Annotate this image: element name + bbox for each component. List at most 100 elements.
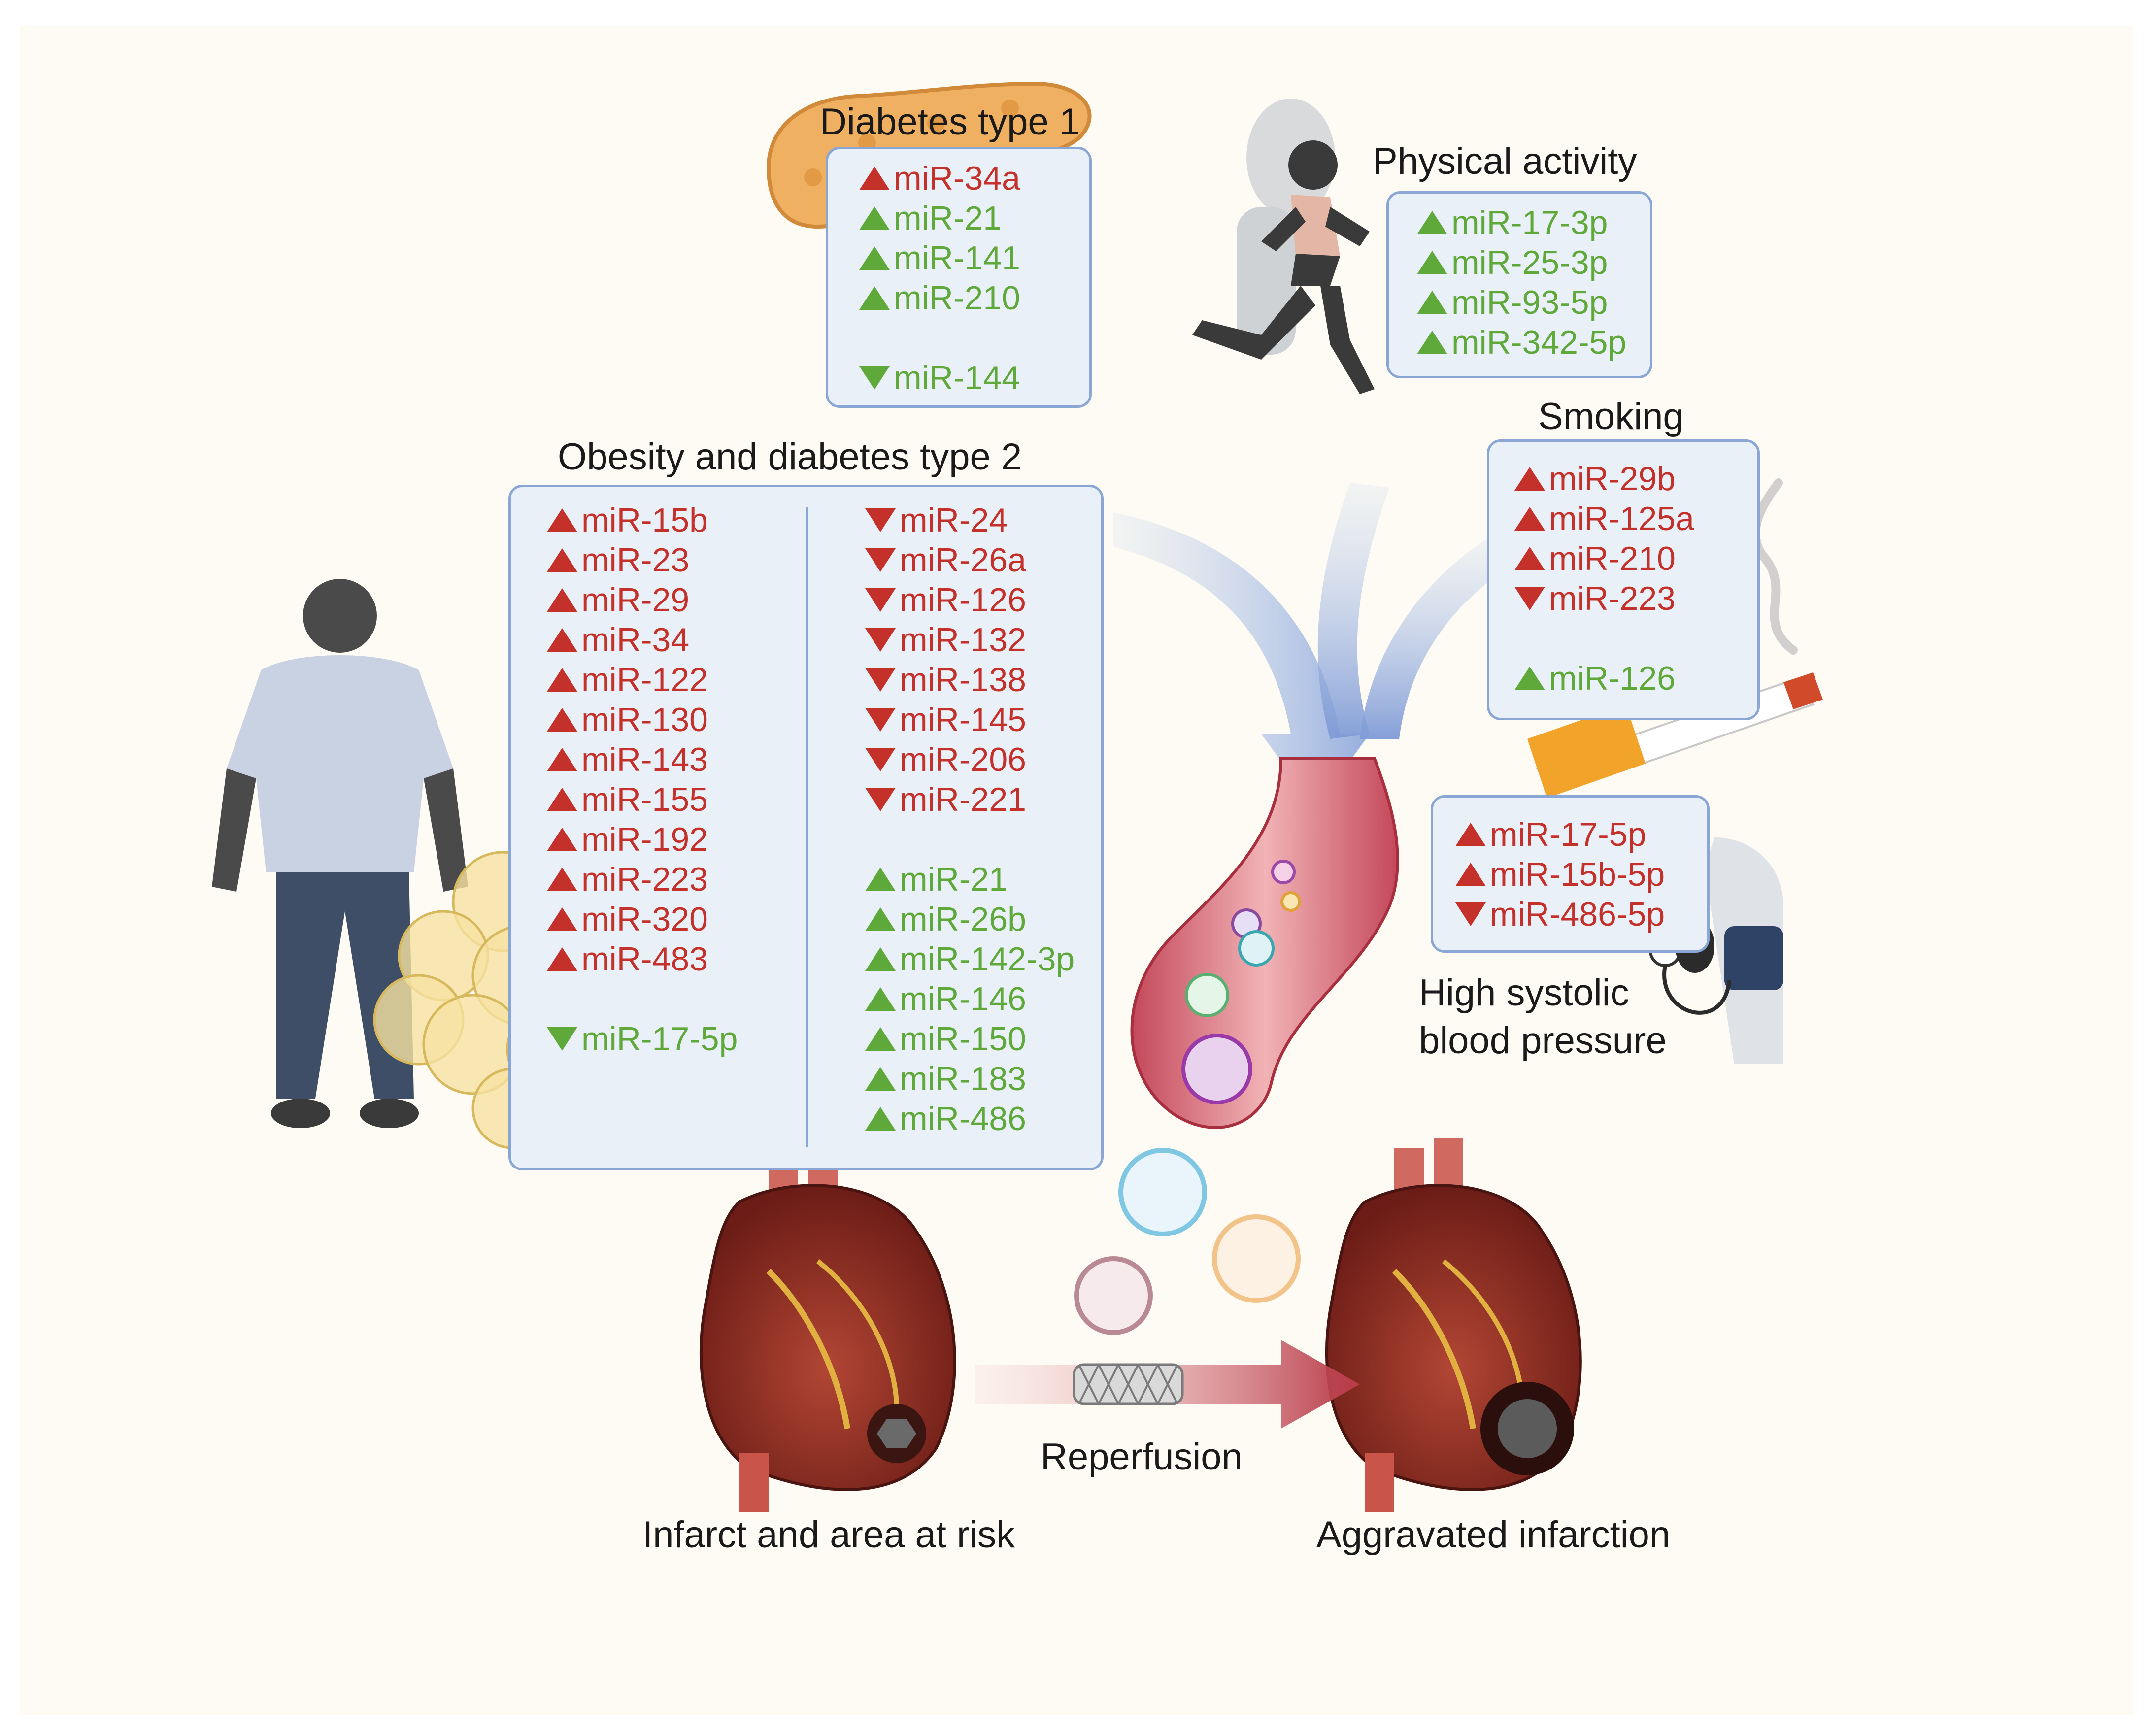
down-triangle-icon	[859, 366, 890, 390]
obesity_left-item: miR-130	[547, 703, 708, 736]
up-triangle-icon	[859, 246, 890, 270]
obesity_left-item: miR-23	[547, 543, 689, 577]
box-obesity-diabetes-2	[508, 485, 1104, 1170]
mirna-label: miR-192	[581, 821, 708, 858]
obesity_right-item: miR-206	[865, 743, 1026, 776]
mirna-label: miR-17-3p	[1451, 204, 1608, 241]
up-triangle-icon	[547, 668, 577, 692]
up-triangle-icon	[547, 708, 577, 732]
obesity_right-item: miR-26b	[865, 902, 1026, 936]
mirna-label: miR-126	[900, 581, 1026, 619]
mirna-label: miR-221	[900, 781, 1026, 818]
label-bp-line1: High systolic	[1419, 972, 1629, 1014]
down-triangle-icon	[865, 628, 896, 652]
runner-icon	[1192, 99, 1375, 394]
obesity_right-item: miR-142-3p	[865, 942, 1075, 976]
label-physical-activity: Physical activity	[1373, 140, 1637, 182]
obesity_right-item: miR-132	[865, 623, 1026, 657]
label-obesity-diabetes-2: Obesity and diabetes type 2	[558, 436, 1022, 478]
obesity_left-item: miR-192	[547, 823, 708, 856]
mirna-label: miR-21	[900, 861, 1008, 898]
label-reperfusion: Reperfusion	[1041, 1436, 1243, 1478]
mirna-label: miR-486-5p	[1490, 896, 1665, 933]
mirna-label: miR-138	[900, 661, 1026, 699]
mirna-label: miR-29b	[1549, 460, 1676, 498]
box-diabetes-type-1	[826, 147, 1092, 408]
down-triangle-icon	[865, 788, 896, 811]
mirna-label: miR-23	[581, 541, 690, 579]
mirna-label: miR-183	[900, 1060, 1026, 1098]
column-divider	[806, 507, 808, 1147]
mirna-label: miR-132	[900, 621, 1026, 659]
mirna-label: miR-223	[581, 861, 708, 898]
up-triangle-icon	[865, 987, 896, 1011]
smoking-item: miR-126	[1514, 662, 1676, 695]
mirna-label: miR-26a	[900, 541, 1026, 579]
down-triangle-icon	[865, 508, 896, 532]
smoking-item: miR-210	[1514, 542, 1676, 575]
up-triangle-icon	[1455, 823, 1486, 846]
mirna-label: miR-155	[581, 781, 708, 818]
label-infarct: Infarct and area at risk	[642, 1514, 1015, 1556]
up-triangle-icon	[1417, 331, 1447, 354]
up-triangle-icon	[547, 828, 577, 851]
up-triangle-icon	[1514, 507, 1545, 531]
mirna-label: miR-25-3p	[1451, 244, 1608, 281]
mirna-label: miR-210	[1549, 540, 1676, 577]
obesity_left-item: miR-15b	[547, 503, 708, 537]
up-triangle-icon	[865, 1067, 896, 1091]
mirna-label: miR-122	[581, 661, 708, 699]
up-triangle-icon	[547, 588, 577, 612]
smoking-item: miR-29b	[1514, 462, 1676, 496]
up-triangle-icon	[859, 167, 890, 190]
smoking-item: miR-223	[1514, 582, 1676, 615]
diabetes1-item: miR-21	[859, 201, 1002, 235]
mirna-label: miR-142-3p	[900, 940, 1075, 978]
obesity_left-item: miR-143	[547, 743, 708, 776]
up-triangle-icon	[1514, 667, 1545, 690]
mirna-label: miR-143	[581, 741, 708, 778]
mirna-label: miR-210	[894, 279, 1020, 317]
up-triangle-icon	[547, 947, 577, 971]
mirna-label: miR-146	[900, 980, 1026, 1018]
mirna-label: miR-486	[900, 1100, 1026, 1137]
obesity_right-item: miR-150	[865, 1022, 1026, 1056]
mirna-label: miR-21	[894, 200, 1002, 237]
up-triangle-icon	[547, 508, 577, 532]
mirna-label: miR-144	[894, 359, 1020, 397]
mirna-label: miR-145	[900, 701, 1026, 738]
label-aggravated: Aggravated infarction	[1316, 1514, 1671, 1556]
obesity_left-item: miR-155	[547, 783, 708, 816]
mirna-label: miR-320	[581, 901, 708, 938]
vesicles	[1074, 1148, 1301, 1335]
obesity_right-item: miR-26a	[865, 543, 1026, 577]
mirna-label: miR-15b	[581, 501, 708, 539]
obesity_left-item: miR-34	[547, 623, 689, 657]
obesity_right-item: miR-126	[865, 583, 1026, 617]
up-triangle-icon	[1514, 547, 1545, 570]
up-triangle-icon	[1417, 251, 1447, 274]
mirna-label: miR-29	[581, 581, 690, 619]
down-triangle-icon	[865, 588, 896, 612]
obesity_right-item: miR-145	[865, 703, 1026, 736]
down-triangle-icon	[1514, 587, 1545, 610]
physical-item: miR-342-5p	[1417, 326, 1626, 359]
obesity_right-item: miR-221	[865, 783, 1026, 816]
mirna-label: miR-125a	[1549, 500, 1694, 537]
diabetes1-item: miR-144	[859, 361, 1020, 395]
up-triangle-icon	[865, 947, 896, 971]
up-triangle-icon	[865, 868, 896, 891]
mirna-label: miR-141	[894, 239, 1020, 277]
up-triangle-icon	[547, 748, 577, 771]
mirna-label: miR-342-5p	[1451, 324, 1627, 361]
diabetes1-item: miR-34a	[859, 162, 1020, 195]
bp-item: miR-486-5p	[1455, 898, 1665, 931]
label-bp-line2: blood pressure	[1419, 1020, 1667, 1062]
down-triangle-icon	[865, 668, 896, 692]
up-triangle-icon	[1514, 467, 1545, 491]
label-diabetes-type-1: Diabetes type 1	[820, 101, 1080, 143]
physical-item: miR-17-3p	[1417, 206, 1608, 239]
mirna-label: miR-34a	[894, 160, 1020, 197]
mirna-label: miR-483	[581, 940, 708, 978]
